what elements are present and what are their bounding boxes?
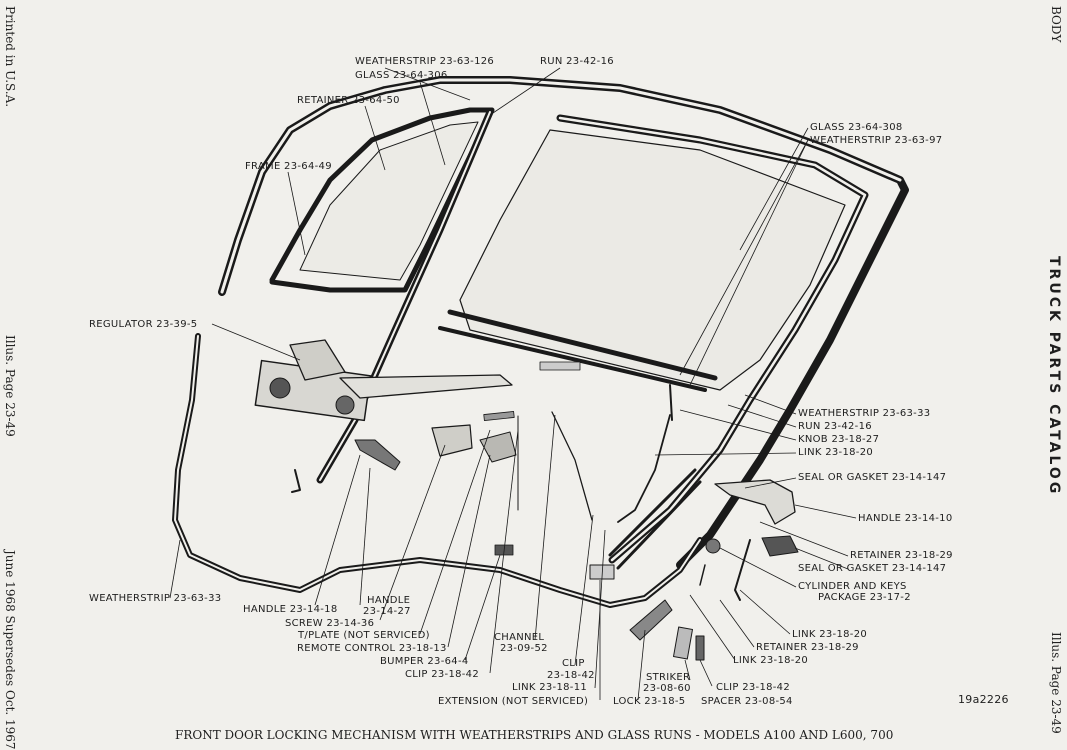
clip-bracket <box>479 431 517 463</box>
label-retainer-29-b: RETAINER 23-18-29 <box>756 642 859 653</box>
inside-handle <box>431 424 473 457</box>
label-channel: CHANNEL <box>494 632 545 643</box>
remote-control <box>354 439 401 471</box>
label-handle-18: HANDLE 23-14-18 <box>243 604 338 615</box>
label-clip-42-c: CLIP 23-18-42 <box>716 682 791 693</box>
vent-frame <box>269 107 495 293</box>
label-weatherstrip-126: WEATHERSTRIP 23-63-126 <box>355 56 495 67</box>
label-spacer: SPACER 23-08-54 <box>701 696 793 707</box>
leader-lines <box>169 67 857 701</box>
label-retainer-50: RETAINER 23-64-50 <box>297 95 400 106</box>
door-glass <box>459 129 846 391</box>
label-package: PACKAGE 23-17-2 <box>818 592 911 603</box>
label-clip-42-b-num: 23-18-42 <box>547 670 595 681</box>
label-regulator: REGULATOR 23-39-5 <box>89 319 198 330</box>
label-glass-308: GLASS 23-64-308 <box>810 122 903 133</box>
label-frame-49: FRAME 23-64-49 <box>245 161 332 172</box>
striker <box>673 626 693 660</box>
label-link-20-c: LINK 23-18-20 <box>733 655 809 666</box>
label-weatherstrip-33-left: WEATHERSTRIP 23-63-33 <box>89 593 222 604</box>
label-striker: STRIKER <box>646 672 691 683</box>
link-rod <box>551 411 593 521</box>
figure-caption: FRONT DOOR LOCKING MECHANISM WITH WEATHE… <box>175 728 894 742</box>
label-lock: LOCK 23-18-5 <box>613 696 686 707</box>
regulator-sector <box>289 339 346 381</box>
label-knob: KNOB 23-18-27 <box>798 434 880 445</box>
label-glass-306: GLASS 23-64-306 <box>355 70 448 81</box>
label-run-right: RUN 23-42-16 <box>798 421 872 432</box>
label-handle-27: HANDLE <box>367 595 411 606</box>
label-screw: SCREW 23-14-36 <box>285 618 375 629</box>
label-link-20-b: LINK 23-18-20 <box>792 629 868 640</box>
label-weatherstrip-33-right: WEATHERSTRIP 23-63-33 <box>798 408 931 419</box>
label-cylinder: CYLINDER AND KEYS <box>798 581 907 592</box>
cylinder-bezel <box>761 535 799 557</box>
label-link-20-a: LINK 23-18-20 <box>798 447 874 458</box>
spacer <box>695 635 705 661</box>
label-retainer-29-a: RETAINER 23-18-29 <box>850 550 953 561</box>
label-seal-147-b: SEAL OR GASKET 23-14-147 <box>798 563 947 574</box>
reference-code: 19a2226 <box>958 693 1009 706</box>
belt-weatherstrip-lower <box>438 326 707 392</box>
label-run-top: RUN 23-42-16 <box>540 56 614 67</box>
label-bumper: BUMPER 23-64-4 <box>380 656 469 667</box>
label-clip-42-a: CLIP 23-18-42 <box>405 669 480 680</box>
label-extension: EXTENSION (NOT SERVICED) <box>438 696 589 707</box>
label-tplate: T/PLATE (NOT SERVICED) <box>298 630 430 641</box>
label-handle-10: HANDLE 23-14-10 <box>858 513 953 524</box>
label-link-11: LINK 23-18-11 <box>512 682 588 693</box>
label-seal-147-a: SEAL OR GASKET 23-14-147 <box>798 472 947 483</box>
label-remote-control: REMOTE CONTROL 23-18-13 <box>297 643 447 654</box>
label-channel-num: 23-09-52 <box>500 643 548 654</box>
label-weatherstrip-97: WEATHERSTRIP 23-63-97 <box>810 135 943 146</box>
label-handle-27-num: 23-14-27 <box>363 606 411 617</box>
label-clip-42-b: CLIP <box>562 658 585 669</box>
belt-weatherstrip-upper <box>447 309 718 381</box>
label-striker-num: 23-08-60 <box>643 683 691 694</box>
outside-handle <box>714 479 796 525</box>
regulator-arm <box>339 374 513 399</box>
rear-run-channel <box>608 468 702 570</box>
lock-assembly <box>629 599 673 641</box>
